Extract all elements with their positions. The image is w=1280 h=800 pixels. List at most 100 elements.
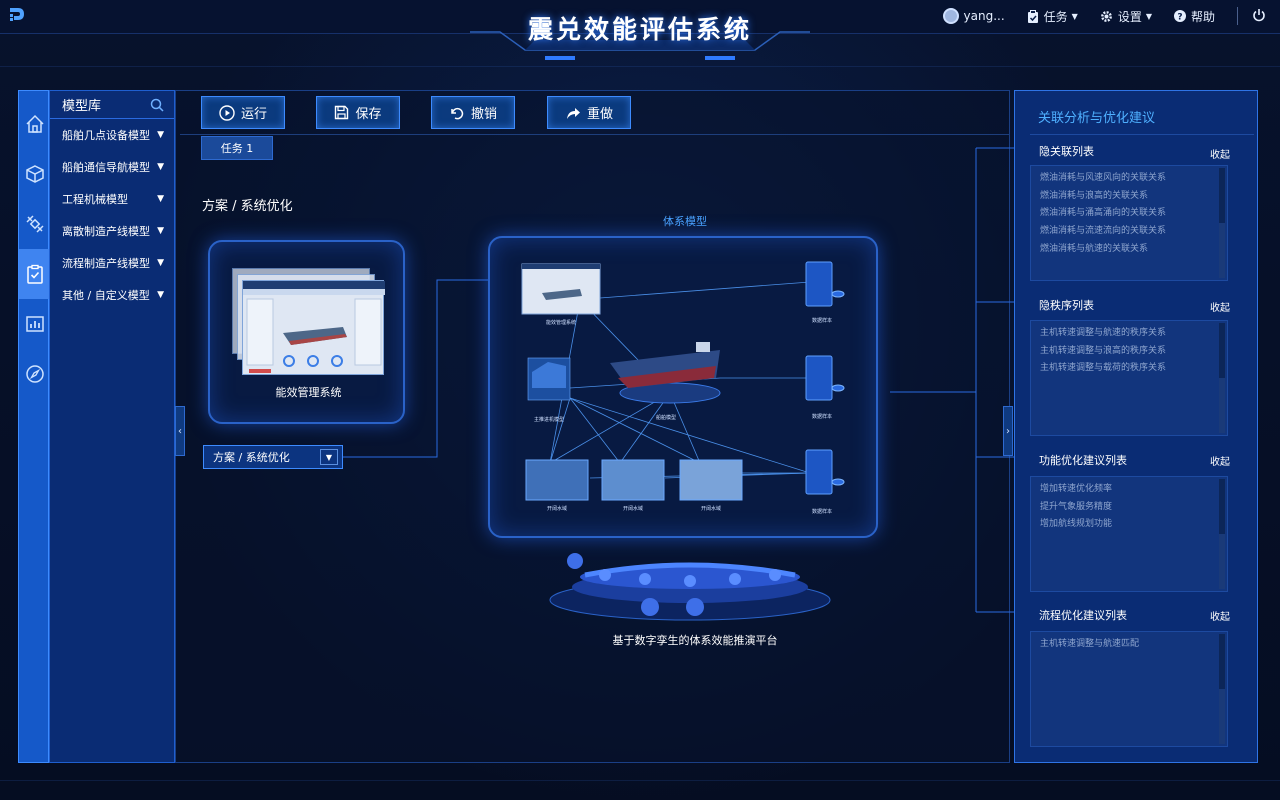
title-frame bbox=[470, 31, 810, 60]
header-actions: yang... 任务 ▼ 设置 ▼ ? 帮助 bbox=[942, 0, 1280, 32]
function-suggestion-title: 功能优化建议列表 bbox=[1039, 454, 1127, 467]
ship-dashboard-thumbnail bbox=[243, 281, 385, 373]
list-item[interactable]: 燃油消耗与航速的关联关系 bbox=[1040, 243, 1149, 254]
scrollbar[interactable] bbox=[1219, 479, 1225, 589]
platform-caption: 基于数字孪生的体系效能推演平台 bbox=[612, 634, 778, 647]
tab-task-1[interactable]: 任务 1 bbox=[201, 136, 273, 160]
scrollbar-thumb[interactable] bbox=[1219, 689, 1225, 744]
database-icon bbox=[805, 449, 845, 495]
library-item[interactable]: 流程制造产线模型▼ bbox=[50, 247, 174, 279]
database-icon bbox=[805, 355, 845, 401]
icon-rail bbox=[18, 90, 50, 763]
rail-satellite[interactable] bbox=[19, 199, 50, 249]
list-item[interactable]: 主机转速调整与载荷的秩序关系 bbox=[1040, 363, 1167, 374]
energy-system-card[interactable]: 能效管理系统 bbox=[208, 240, 405, 424]
triangle-down-icon: ▼ bbox=[157, 226, 164, 236]
triangle-down-icon: ▼ bbox=[157, 162, 164, 172]
redo-icon bbox=[565, 105, 581, 121]
svg-text:数据样本: 数据样本 bbox=[812, 317, 832, 324]
svg-text:开阔水域: 开阔水域 bbox=[547, 505, 567, 512]
list-item[interactable]: 提升气象服务精度 bbox=[1040, 501, 1113, 512]
list-item[interactable]: 主机转速调整与航速匹配 bbox=[1040, 639, 1140, 649]
panel-divider bbox=[1030, 134, 1254, 135]
scheme-select[interactable]: 方案 / 系统优化 ▼ bbox=[203, 445, 343, 469]
list-item[interactable]: 主机转速调整与航速的秩序关系 bbox=[1040, 328, 1167, 338]
list-item[interactable]: 燃油消耗与流速流向的关联关系 bbox=[1040, 226, 1167, 237]
left-collapse-handle[interactable]: ‹ bbox=[175, 406, 185, 456]
hidden-correlation-title: 隐关联列表 bbox=[1039, 145, 1094, 158]
scrollbar[interactable] bbox=[1219, 168, 1225, 278]
library-item[interactable]: 离散制造产线模型▼ bbox=[50, 215, 174, 247]
rail-home[interactable] bbox=[19, 99, 50, 149]
scheme-select-value: 方案 / 系统优化 bbox=[213, 451, 290, 464]
function-suggestion-list: 增加转速优化频率 提升气象服务精度 增加航线规划功能 bbox=[1030, 476, 1228, 592]
list-item[interactable]: 增加转速优化频率 bbox=[1040, 484, 1113, 494]
help-menu[interactable]: ? 帮助 bbox=[1173, 8, 1215, 25]
satellite-icon bbox=[25, 215, 44, 233]
header-divider bbox=[1237, 7, 1238, 25]
scrollbar-thumb[interactable] bbox=[1219, 534, 1225, 589]
energy-system-label: 能效管理系统 bbox=[275, 386, 342, 399]
right-collapse-handle[interactable]: › bbox=[1003, 406, 1013, 456]
list-item[interactable]: 增加航线规划功能 bbox=[1040, 519, 1113, 530]
list-item[interactable]: 燃油消耗与浪高的关联关系 bbox=[1040, 190, 1149, 201]
svg-text:开阔水域: 开阔水域 bbox=[701, 505, 721, 512]
scrollbar-thumb[interactable] bbox=[1219, 378, 1225, 433]
collapse-button[interactable]: 收起 bbox=[1210, 612, 1230, 623]
chevron-right-icon: › bbox=[1006, 425, 1010, 437]
user-name: yang... bbox=[963, 9, 1005, 23]
library-item[interactable]: 船舶通信导航模型▼ bbox=[50, 151, 174, 183]
list-item[interactable]: 主机转速调整与浪高的秩序关系 bbox=[1040, 345, 1167, 356]
run-button[interactable]: 运行 bbox=[201, 96, 285, 129]
clipboard-icon bbox=[26, 264, 43, 284]
help-icon: ? bbox=[1173, 10, 1186, 23]
chevron-down-icon: ▼ bbox=[1071, 11, 1078, 21]
user-menu[interactable]: yang... bbox=[942, 8, 1005, 24]
redo-button[interactable]: 重做 bbox=[547, 96, 631, 129]
analysis-panel-title: 关联分析与优化建议 bbox=[1038, 111, 1156, 126]
power-button[interactable] bbox=[1252, 8, 1266, 25]
cube-icon bbox=[25, 165, 44, 183]
library-item[interactable]: 其他 / 自定义模型▼ bbox=[50, 279, 174, 311]
list-item[interactable]: 燃油消耗与涌高涌向的关联关系 bbox=[1040, 208, 1167, 219]
clipboard-icon bbox=[1027, 9, 1039, 23]
model-library-title: 模型库 bbox=[62, 99, 102, 114]
scrollbar[interactable] bbox=[1219, 634, 1225, 744]
chevron-left-icon: ‹ bbox=[178, 425, 182, 437]
database-icon bbox=[805, 261, 845, 307]
triangle-down-icon: ▼ bbox=[157, 130, 164, 140]
rail-tasks[interactable] bbox=[19, 249, 50, 299]
search-icon[interactable] bbox=[150, 98, 164, 112]
undo-button-label: 撤销 bbox=[470, 107, 497, 122]
save-icon bbox=[334, 105, 349, 120]
library-item-label: 工程机械模型 bbox=[62, 193, 128, 206]
rail-charts[interactable] bbox=[19, 299, 50, 349]
undo-button[interactable]: 撤销 bbox=[431, 96, 515, 129]
collapse-button[interactable]: 收起 bbox=[1210, 303, 1230, 314]
chevron-down-icon: ▼ bbox=[320, 449, 338, 465]
svg-text:船舶模型: 船舶模型 bbox=[656, 414, 676, 421]
library-item-label: 其他 / 自定义模型 bbox=[62, 289, 150, 302]
model-library-header: 模型库 bbox=[50, 91, 174, 119]
compass-icon bbox=[25, 365, 44, 383]
avatar bbox=[942, 8, 959, 24]
library-item[interactable]: 船舶几点设备模型▼ bbox=[50, 119, 174, 151]
library-item[interactable]: 工程机械模型▼ bbox=[50, 183, 174, 215]
system-model-diagram: 能效管理系统 主推进机模型 船舶模型 开阔水域 开阔水域 开阔水域 数据样本 bbox=[521, 261, 845, 515]
collapse-button[interactable]: 收起 bbox=[1210, 457, 1230, 468]
svg-text:开阔水域: 开阔水域 bbox=[623, 505, 643, 512]
rail-models[interactable] bbox=[19, 149, 50, 199]
svg-text:?: ? bbox=[1177, 13, 1182, 23]
home-icon bbox=[25, 114, 44, 133]
undo-icon bbox=[449, 105, 465, 121]
save-button[interactable]: 保存 bbox=[316, 96, 400, 129]
settings-menu[interactable]: 设置 ▼ bbox=[1100, 8, 1152, 25]
rail-explore[interactable] bbox=[19, 349, 50, 399]
scrollbar-thumb[interactable] bbox=[1219, 223, 1225, 278]
collapse-button[interactable]: 收起 bbox=[1210, 150, 1230, 161]
task-menu[interactable]: 任务 ▼ bbox=[1027, 8, 1078, 25]
scrollbar[interactable] bbox=[1219, 323, 1225, 433]
list-item[interactable]: 燃油消耗与风速风向的关联关系 bbox=[1040, 173, 1167, 183]
system-model-card[interactable]: 能效管理系统 主推进机模型 船舶模型 开阔水域 开阔水域 开阔水域 数据样本 bbox=[488, 236, 878, 538]
